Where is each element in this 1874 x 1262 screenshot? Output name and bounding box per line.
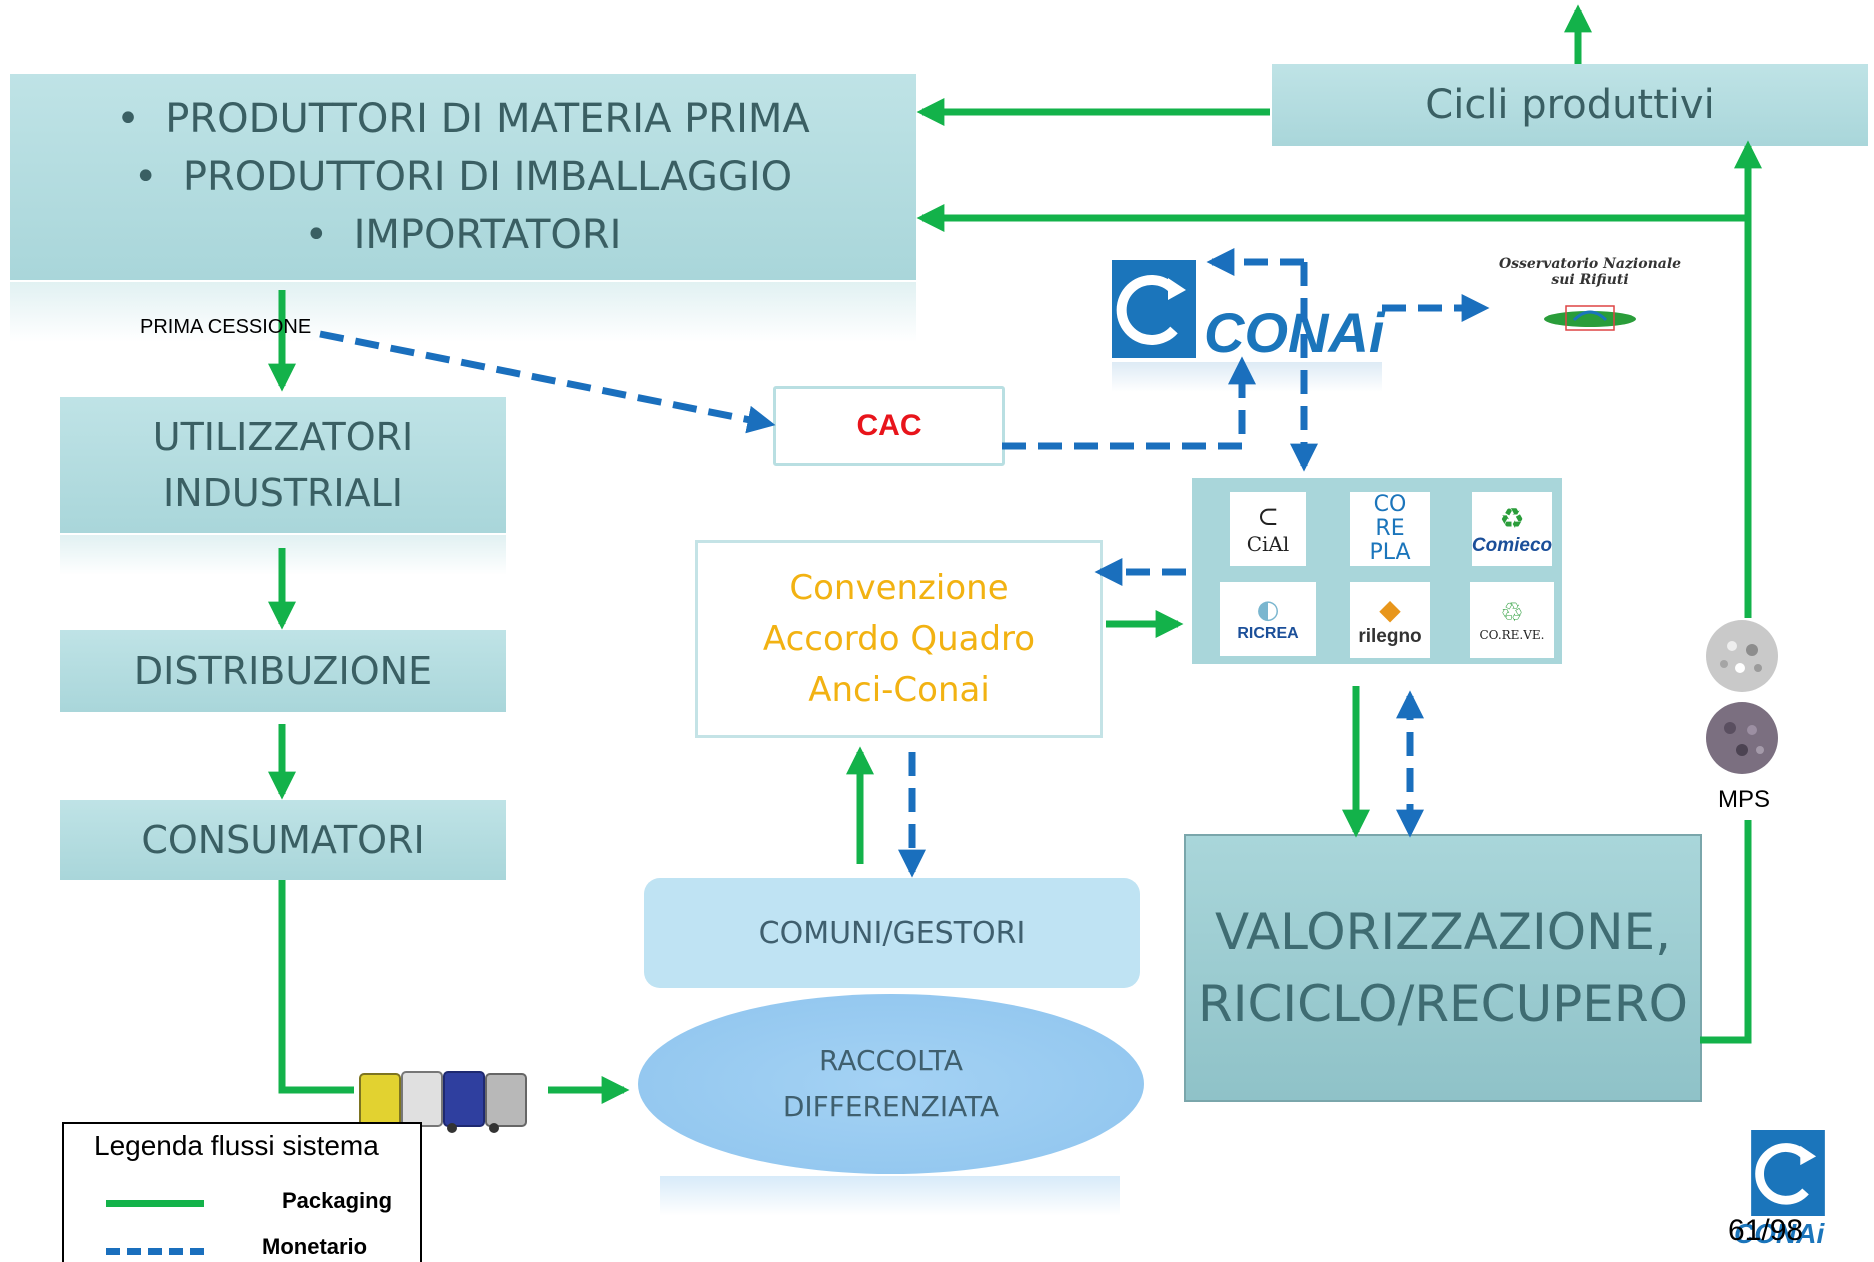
producers-box: • PRODUTTORI DI MATERIA PRIMA • PRODUTTO… xyxy=(10,74,916,280)
producer-item: • PRODUTTORI DI IMBALLAGGIO xyxy=(133,154,793,200)
raccolta-differenziata-ellipse: RACCOLTA DIFFERENZIATA xyxy=(638,994,1144,1174)
conai-symbol-icon xyxy=(1751,1130,1825,1216)
ricrea-logo: ◐ RICREA xyxy=(1220,582,1316,656)
corepla-logo: CO RE PLA xyxy=(1350,492,1430,566)
valorizzazione-box: VALORIZZAZIONE, RICICLO/RECUPERO xyxy=(1184,834,1702,1102)
utilizzatori-box: UTILIZZATORI INDUSTRIALI xyxy=(60,397,506,533)
legend-packaging-label: Packaging xyxy=(282,1188,393,1213)
legend: Legenda flussi sistema Packaging Monetar… xyxy=(62,1122,422,1262)
cac-box: CAC xyxy=(773,386,1005,466)
osservatorio-emblem-icon xyxy=(1544,305,1636,331)
legend-title: Legenda flussi sistema xyxy=(94,1130,379,1161)
osservatorio-logo: Osservatorio Nazionale sui Rifiuti xyxy=(1480,256,1700,366)
prima-cessione-label: PRIMA CESSIONE xyxy=(140,316,312,338)
legend-monetario-line-icon xyxy=(106,1248,204,1255)
mps-label: MPS xyxy=(1718,786,1771,813)
coreve-logo: ♲ CO.RE.VE. xyxy=(1470,582,1554,658)
cicli-produttivi-box: Cicli produttivi xyxy=(1272,64,1868,146)
cial-logo: ⊂ CiAl xyxy=(1230,492,1306,566)
producer-item: • PRODUTTORI DI MATERIA PRIMA xyxy=(116,96,810,142)
comieco-logo: ♻ Comieco xyxy=(1472,492,1552,566)
consumatori-box: CONSUMATORI xyxy=(60,800,506,880)
mps-granules-light-icon xyxy=(1706,620,1778,692)
producer-item: • IMPORTATORI xyxy=(304,212,622,258)
legend-monetario-label: Monetario xyxy=(262,1234,368,1259)
distribuzione-box: DISTRIBUZIONE xyxy=(60,630,506,712)
conai-logo: CONAi xyxy=(1112,256,1392,364)
convenzione-box: Convenzione Accordo Quadro Anci-Conai xyxy=(695,540,1103,738)
comuni-gestori-box: COMUNI/GESTORI xyxy=(644,878,1140,988)
legend-packaging-line-icon xyxy=(106,1200,204,1207)
recycling-bins-icon xyxy=(359,1071,527,1133)
page-number: 61/98 xyxy=(1728,1214,1804,1247)
conai-symbol-icon xyxy=(1112,260,1196,358)
mps-granules-dark-icon xyxy=(1706,702,1778,774)
corner-conai-logo: CONAi xyxy=(1720,1130,1840,1256)
rilegno-logo: ◆ rilegno xyxy=(1350,582,1430,658)
consorzi-panel: ⊂ CiAl CO RE PLA ♻ Comieco ◐ RICREA ◆ ri… xyxy=(1192,478,1562,664)
